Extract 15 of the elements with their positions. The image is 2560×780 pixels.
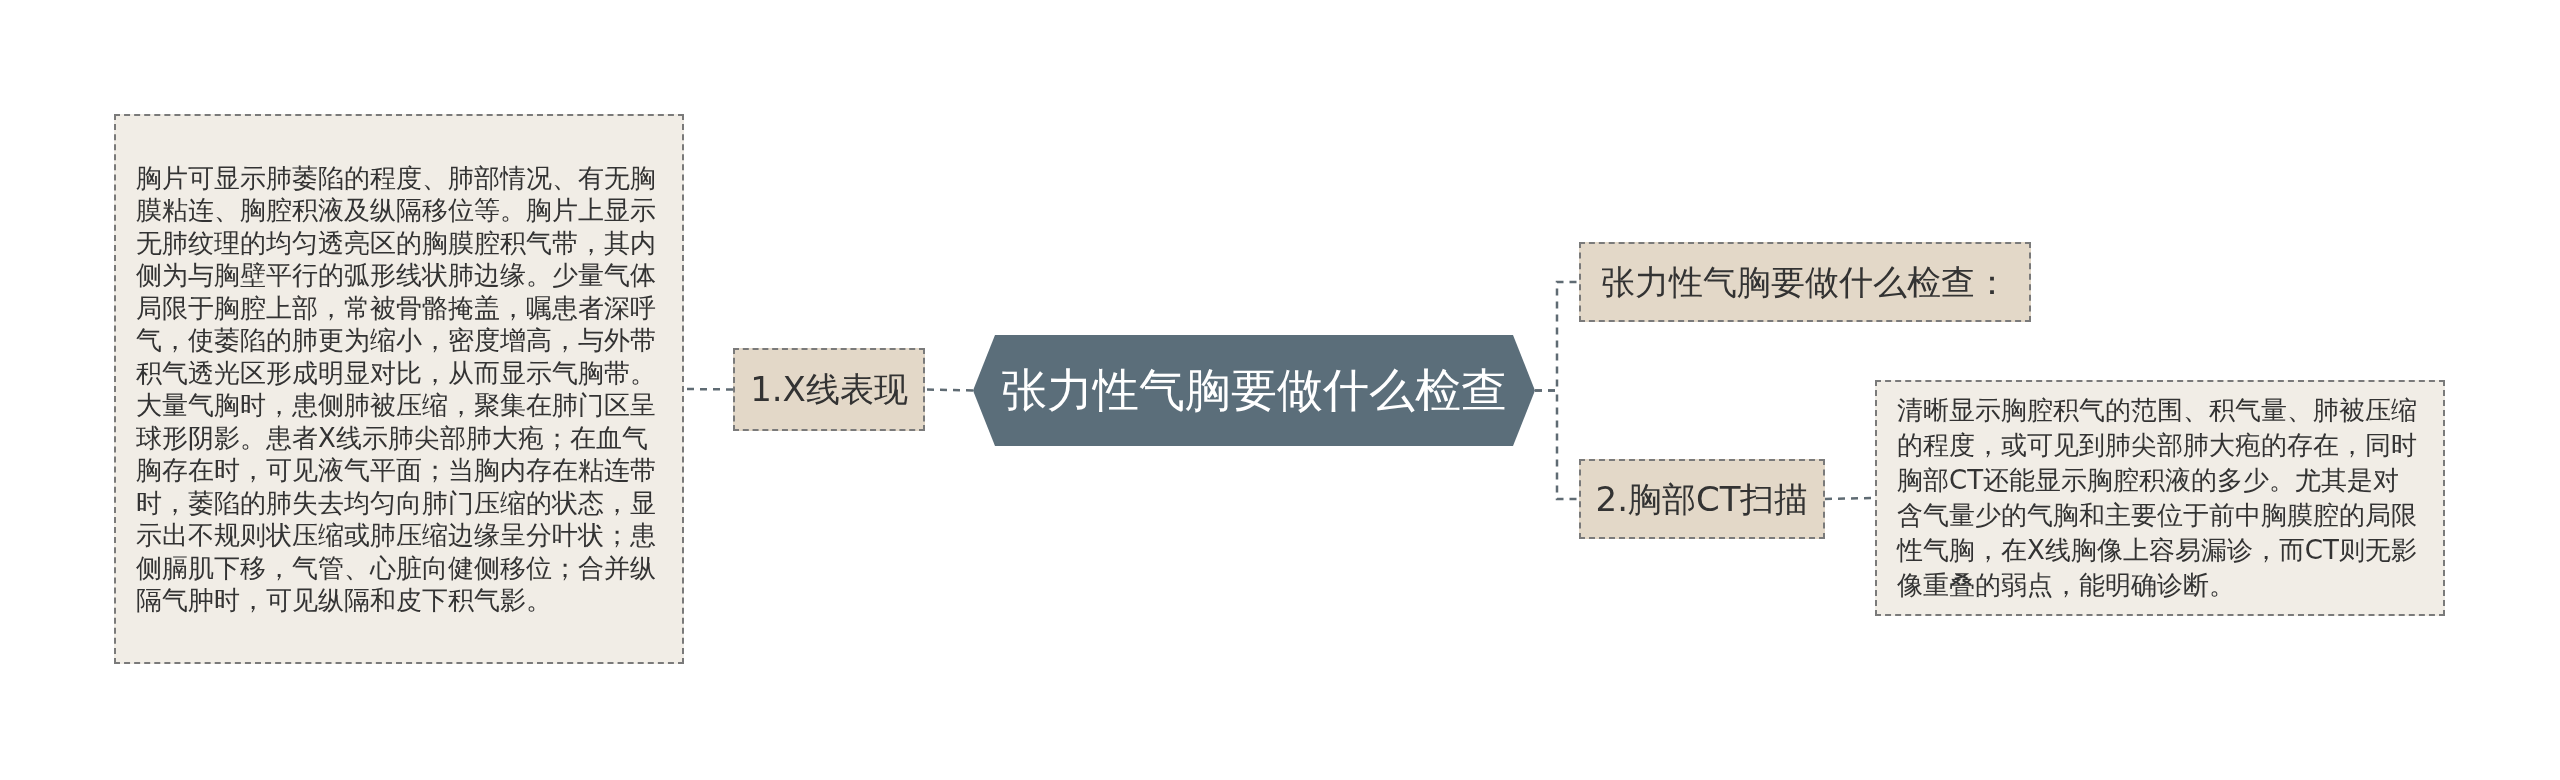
topic-label: 1.X线表现 [750,368,908,412]
topic-label: 张力性气胸要做什么检查： [1601,260,2009,304]
topic-label: 2.胸部CT扫描 [1595,477,1809,521]
topic-box [1579,459,1825,539]
topic-box [1579,242,2031,322]
text-card [1875,380,2445,616]
central-topic-hexagon [973,335,1535,446]
connector-line [1535,389,1579,501]
description-text: 胸片可显示肺萎陷的程度、肺部情况、有无胸膜粘连、胸腔积液及纵隔移位等。胸片上显示无肺纹理的均匀透亮区的胸膜腔积气带，其内侧为与胸壁平行的弧形线状肺边缘。少量气体局限于胸腔上部，常被骨骼掩盖，嘱患者深呼气，使萎陷的肺更为缩小，密度增高，与外带积气透光区形成明显对比，从而显示气胸带。大量气胸时，患侧肺被压缩，聚集在肺门区呈球形阴影。患者X线示肺尖部肺大疱；在血气胸存在时，可见液气平面；当胸内存在粘连带时，萎陷的肺失去均匀向肺门压缩的状态，显示出不规则状压缩或肺压缩边缘呈分叶状；患侧膈肌下移，气管、心脏向健侧移位；合并纵隔气肿时，可见纵隔和皮下积气影。 [136,161,657,617]
text-card [114,114,684,664]
connector-line [924,388,974,392]
connector-line [684,387,733,391]
topic-box [733,348,925,431]
description-text: 清晰显示胸腔积气的范围、积气量、肺被压缩的程度，或可见到肺尖部肺大疱的存在，同时胸部CT还能显示胸腔积液的多少。尤其是对含气量少的气胸和主要位于前中胸膜腔的局限性气胸，在X线胸像上容易漏诊，而CT则无影像重叠的弱点，能明确诊断。 [1897,394,2418,602]
topic-label: 张力性气胸要做什么检查 [1001,361,1507,419]
